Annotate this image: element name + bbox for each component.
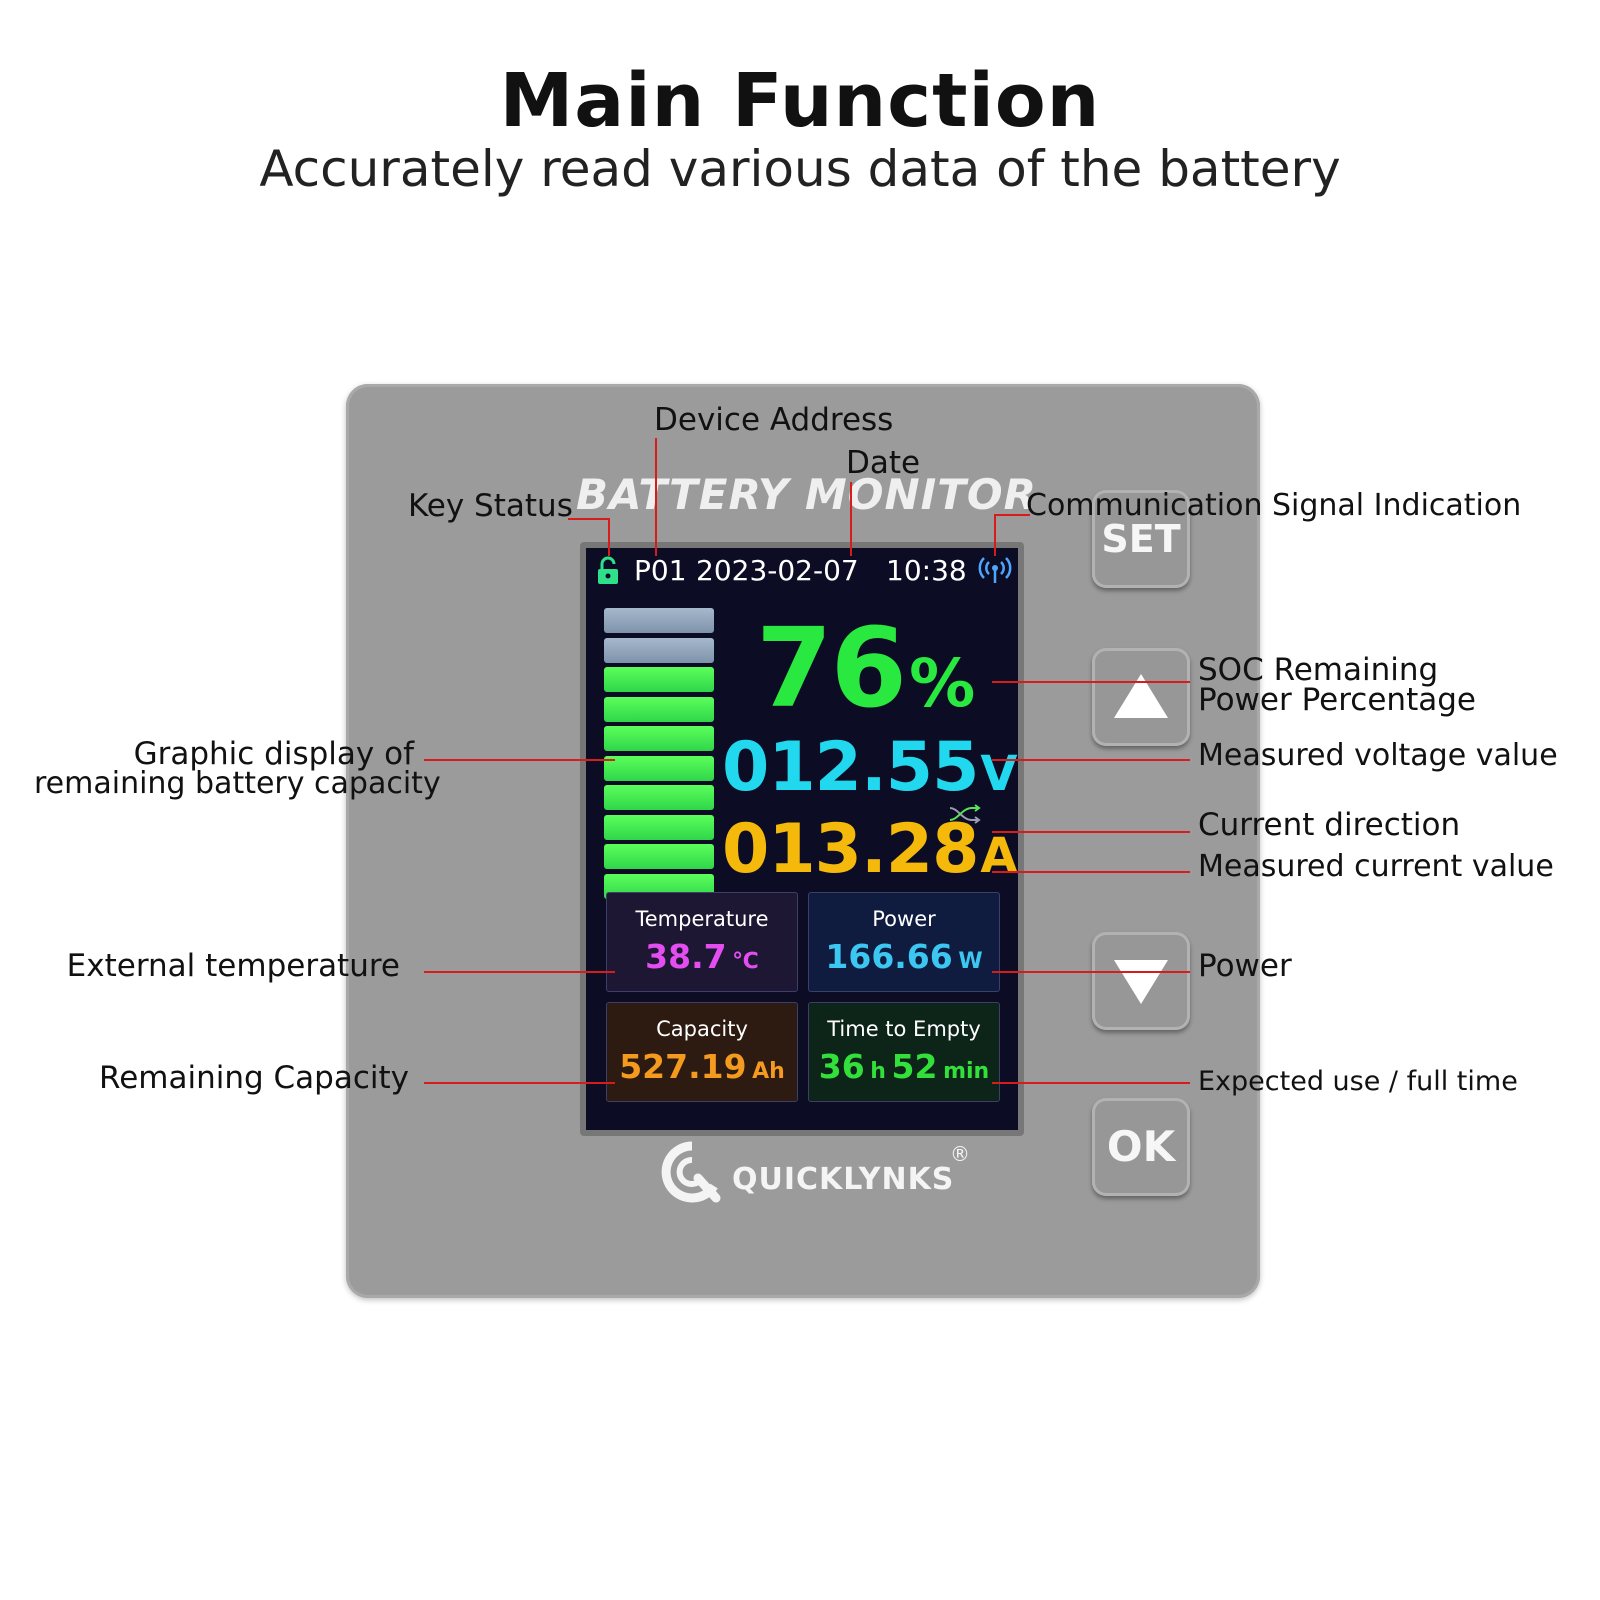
- tte-hours: 36: [818, 1047, 865, 1086]
- up-button[interactable]: [1092, 648, 1190, 746]
- tte-hours-unit: h: [870, 1059, 886, 1084]
- annotation-external-temp: External temperature: [66, 948, 400, 984]
- soc-unit: %: [909, 645, 976, 722]
- voltage-readout: 012.55V: [722, 728, 1018, 807]
- annotation-device-address: Device Address: [654, 402, 894, 438]
- current-readout: 013.28A: [722, 810, 1018, 889]
- annotation-power: Power: [1198, 948, 1292, 984]
- annotation-graphic-line2: remaining battery capacity: [34, 766, 441, 801]
- triangle-up-icon: [1114, 674, 1168, 718]
- page-subtitle: Accurately read various data of the batt…: [259, 140, 1341, 198]
- leader-comm-signal: [994, 514, 1030, 556]
- annotation-soc-line2: Power Percentage: [1198, 682, 1476, 718]
- capacity-card: Capacity 527.19 Ah: [606, 1002, 798, 1102]
- battery-segment: [604, 785, 714, 810]
- set-button[interactable]: SET: [1092, 490, 1190, 588]
- registered-mark: ®: [950, 1142, 970, 1166]
- brand-logo: QUICKLYNKS ®: [660, 1140, 990, 1210]
- temperature-card: Temperature 38.7 ℃: [606, 892, 798, 992]
- capacity-value: 527.19: [619, 1047, 747, 1086]
- power-unit: W: [958, 949, 983, 974]
- power-card: Power 166.66 W: [808, 892, 1000, 992]
- tte-minutes: 52: [891, 1047, 938, 1086]
- voltage-value: 012.55: [722, 728, 979, 807]
- annotation-soc-line1: SOC Remaining: [1198, 652, 1439, 688]
- battery-segment: [604, 844, 714, 869]
- quicklynks-logo-icon: [661, 1141, 721, 1203]
- status-bar: P01 2023-02-07 10:38: [586, 548, 1018, 594]
- annotation-comm-signal: Communication Signal Indication: [1026, 488, 1522, 523]
- battery-segment: [604, 667, 714, 692]
- temperature-unit: ℃: [732, 949, 759, 974]
- shuffle-icon: [948, 804, 982, 828]
- battery-segment: [604, 608, 714, 633]
- battery-segment: [604, 755, 714, 781]
- power-label: Power: [872, 907, 936, 931]
- ok-button[interactable]: OK: [1092, 1098, 1190, 1196]
- soc-readout: 76%: [756, 604, 975, 732]
- device-brand-title: BATTERY MONITOR: [576, 470, 1037, 519]
- time-to-empty-card: Time to Empty 36 h 52 min: [808, 1002, 1000, 1102]
- logo-text: QUICKLYNKS: [732, 1162, 955, 1197]
- annotation-current-value: Measured current value: [1198, 849, 1554, 884]
- annotation-remaining-capacity: Remaining Capacity: [99, 1060, 409, 1096]
- soc-value: 76: [756, 604, 907, 732]
- signal-icon: [978, 556, 1012, 591]
- tte-minutes-unit: min: [943, 1059, 990, 1084]
- annotation-current-direction: Current direction: [1198, 807, 1461, 843]
- lcd-screen: P01 2023-02-07 10:38 76% 012.55V 01: [586, 548, 1018, 1130]
- current-value: 013.28: [722, 810, 979, 889]
- battery-capacity-graphic: [604, 608, 714, 903]
- battery-segment: [604, 637, 714, 663]
- battery-segment: [604, 814, 714, 840]
- annotation-date: Date: [846, 445, 921, 481]
- battery-segment: [604, 726, 714, 751]
- page-title: Main Function: [499, 58, 1101, 144]
- device-address: P01: [634, 554, 687, 587]
- voltage-unit: V: [980, 746, 1018, 802]
- annotation-voltage: Measured voltage value: [1198, 738, 1558, 773]
- annotation-expected-time: Expected use / full time: [1198, 1066, 1518, 1097]
- temperature-label: Temperature: [635, 907, 769, 931]
- power-value: 166.66: [825, 937, 953, 976]
- annotation-graphic-line1: Graphic display of: [133, 736, 414, 772]
- capacity-unit: Ah: [752, 1059, 785, 1084]
- temperature-value: 38.7: [645, 937, 727, 976]
- current-unit: A: [980, 828, 1018, 884]
- capacity-label: Capacity: [656, 1017, 748, 1041]
- time-to-empty-label: Time to Empty: [827, 1017, 981, 1041]
- unlock-icon: [596, 556, 620, 593]
- annotation-key-status: Key Status: [408, 488, 573, 524]
- leader-key-status: [568, 518, 610, 556]
- status-date: 2023-02-07: [696, 554, 859, 587]
- battery-segment: [604, 696, 714, 722]
- status-time: 10:38: [886, 554, 967, 587]
